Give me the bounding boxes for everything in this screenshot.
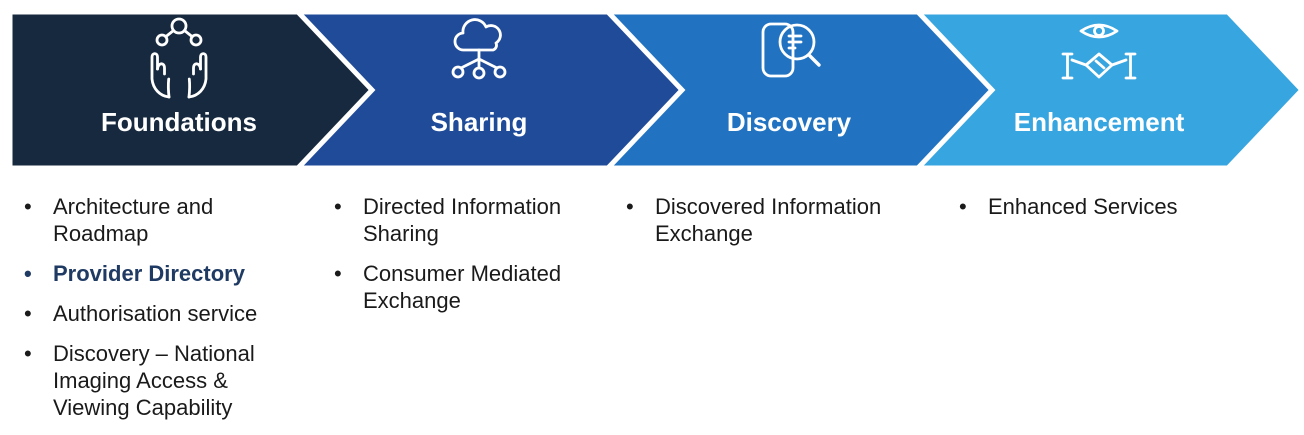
bullet-item-provider-directory: Provider Directory bbox=[20, 260, 260, 287]
bullet-label: Enhanced Services bbox=[988, 194, 1178, 219]
bullet-item: Discovered Information Exchange bbox=[622, 193, 902, 247]
bullet-item: Enhanced Services bbox=[955, 193, 1255, 220]
bullet-item: Discovery – National Imaging Access & Vi… bbox=[20, 340, 260, 421]
enhancement-bullet-list: Enhanced Services bbox=[955, 193, 1255, 233]
stage-banner: Enhancement Discovery Sharing bbox=[7, 9, 1304, 171]
bullet-label: Directed Information Sharing bbox=[363, 194, 562, 246]
hands-holding-network-icon bbox=[150, 17, 208, 99]
discovery-bullet-list: Discovered Information Exchange bbox=[622, 193, 902, 260]
bullet-label: Consumer Mediated Exchange bbox=[363, 261, 562, 313]
document-search-icon bbox=[761, 22, 821, 78]
bullet-label: Discovery – National Imaging Access & Vi… bbox=[53, 341, 255, 420]
cloud-share-icon bbox=[451, 18, 507, 80]
stage-chevron-foundations: Foundations bbox=[7, 9, 376, 171]
stage-label-enhancement: Enhancement bbox=[1014, 107, 1185, 137]
stage-chevron-discovery: Discovery bbox=[607, 9, 996, 171]
stage-label-sharing: Sharing bbox=[431, 107, 528, 137]
sharing-bullet-list: Directed Information Sharing Consumer Me… bbox=[330, 193, 580, 327]
bullet-item: Authorisation service bbox=[20, 300, 260, 327]
bullet-item: Architecture and Roadmap bbox=[20, 193, 260, 247]
foundations-arrow-shape bbox=[7, 9, 376, 171]
bullet-label: Discovered Information Exchange bbox=[655, 194, 882, 246]
stage-label-discovery: Discovery bbox=[727, 107, 852, 137]
stage-chevron-sharing: Sharing bbox=[297, 9, 686, 171]
eye-handshake-icon bbox=[1061, 23, 1137, 80]
bullet-item: Consumer Mediated Exchange bbox=[330, 260, 580, 314]
bullet-label: Authorisation service bbox=[53, 301, 258, 326]
foundations-bullet-list: Architecture and Roadmap Provider Direct… bbox=[20, 193, 260, 434]
stage-chevron-enhancement: Enhancement bbox=[917, 9, 1304, 171]
bullet-label: Provider Directory bbox=[53, 261, 245, 286]
stage-label-foundations: Foundations bbox=[101, 107, 257, 137]
bullet-item: Directed Information Sharing bbox=[330, 193, 580, 247]
bullet-label: Architecture and Roadmap bbox=[53, 194, 214, 246]
